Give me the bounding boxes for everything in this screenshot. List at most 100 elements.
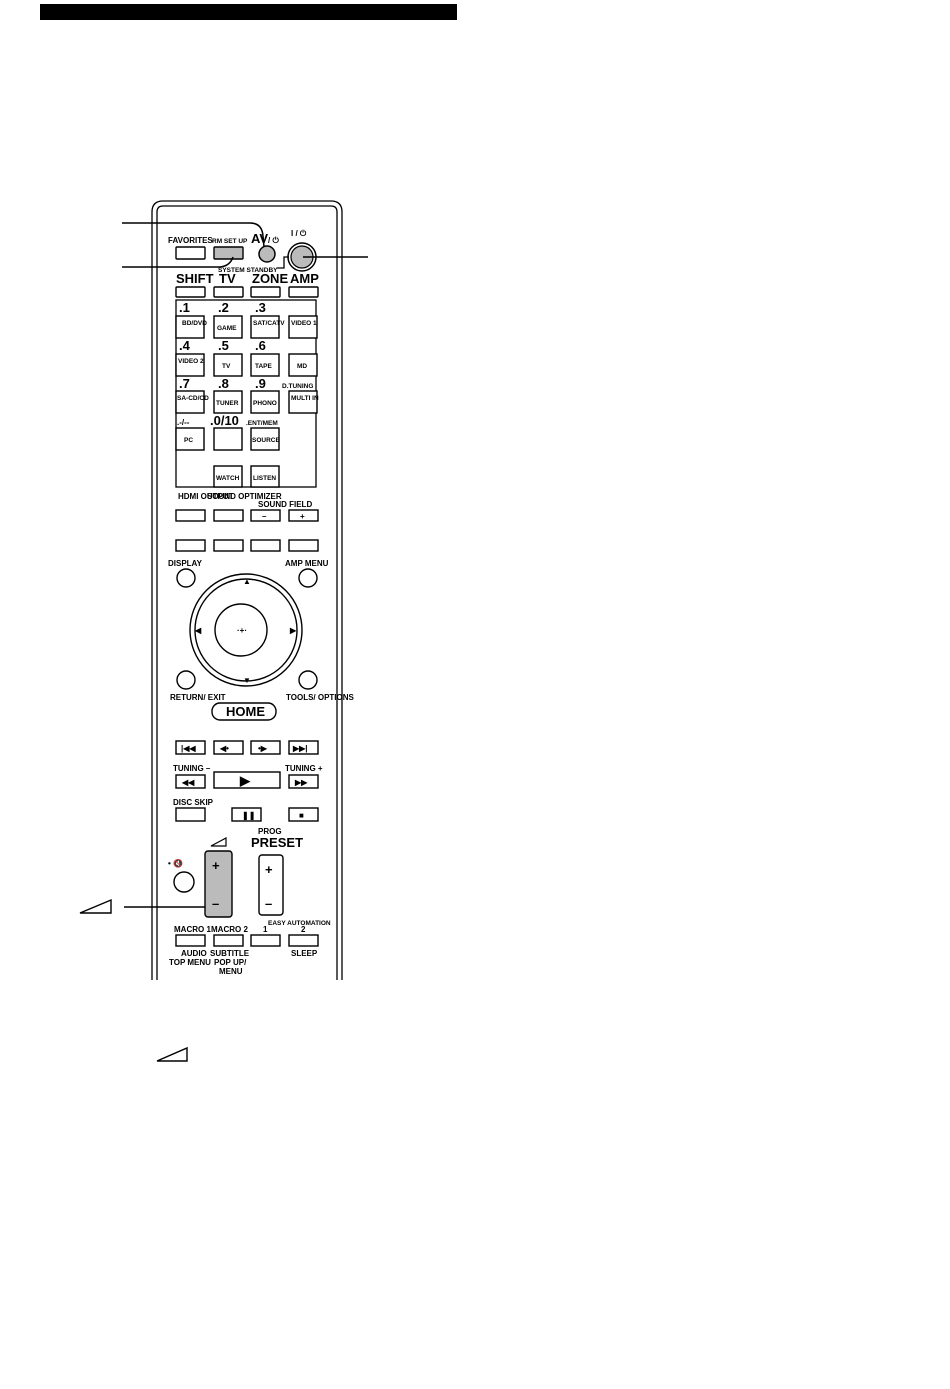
enter-button[interactable] — [214, 603, 268, 657]
hdmi-output-button[interactable] — [175, 509, 206, 522]
next-button[interactable] — [288, 740, 319, 755]
num-8: .8 — [218, 376, 229, 391]
multi-in-button[interactable] — [288, 390, 318, 414]
sat-catv-label: SAT/CATV — [253, 320, 285, 327]
remote-body — [156, 205, 338, 980]
sound-optimizer-button[interactable] — [213, 509, 244, 522]
num-6: .6 — [255, 338, 266, 353]
color-button-green[interactable] — [213, 539, 244, 552]
phono-button[interactable] — [250, 390, 280, 414]
amp-button[interactable] — [288, 286, 319, 298]
volume-symbol-icon — [79, 898, 112, 914]
zone-label: ZONE — [252, 271, 288, 286]
macro2-button[interactable] — [213, 934, 244, 947]
bd-dvd-button[interactable] — [175, 315, 205, 339]
tv-label: TV — [219, 271, 236, 286]
num-3: .3 — [255, 300, 266, 315]
audio-label: AUDIO — [181, 949, 207, 958]
tv-input-button[interactable] — [213, 353, 243, 377]
sound-field-label: SOUND FIELD — [258, 500, 312, 509]
amp-label: AMP — [290, 271, 319, 286]
amp-menu-label: AMP MENU — [285, 559, 329, 568]
video1-button[interactable] — [288, 315, 318, 339]
display-button[interactable] — [176, 568, 196, 588]
pause-button[interactable] — [231, 807, 262, 822]
num-1: .1 — [179, 300, 190, 315]
ea2-button[interactable] — [288, 934, 319, 947]
num-4: .4 — [179, 338, 191, 353]
md-button[interactable] — [288, 353, 318, 377]
sa-cd-button[interactable] — [175, 390, 205, 414]
macro2-label: MACRO 2 — [211, 925, 248, 934]
video2-button[interactable] — [175, 353, 205, 377]
stop-icon: ■ — [299, 811, 304, 820]
left-arrow-icon: ◀ — [194, 626, 202, 635]
prev-button[interactable] — [175, 740, 206, 755]
shift-button[interactable] — [175, 286, 206, 298]
sound-field-minus-button[interactable] — [250, 509, 281, 522]
sound-field-minus-label: – — [262, 512, 267, 521]
av-power-button[interactable] — [258, 245, 276, 263]
menu-label: MENU — [219, 967, 243, 976]
advance-button[interactable] — [250, 740, 281, 755]
ea1-button[interactable] — [250, 934, 281, 947]
callout-line-2 — [122, 256, 234, 268]
amp-menu-button[interactable] — [298, 568, 318, 588]
preset-rocker[interactable] — [258, 854, 284, 916]
sa-cd-label: SA-CD/CD — [177, 395, 209, 402]
rewind-button[interactable] — [175, 774, 206, 789]
volume-symbol-icon-text — [156, 1046, 188, 1062]
shift-label: SHIFT — [176, 271, 214, 286]
sat-catv-button[interactable] — [250, 315, 280, 339]
color-button-blue[interactable] — [288, 539, 319, 552]
source-button[interactable] — [250, 427, 280, 451]
home-button[interactable] — [211, 702, 277, 721]
watch-button[interactable] — [213, 465, 243, 488]
volume-rocker[interactable] — [204, 850, 233, 918]
disc-skip-label: DISC SKIP — [173, 798, 214, 807]
stop-button[interactable] — [288, 807, 319, 822]
color-button-red[interactable] — [175, 539, 206, 552]
av-power-label: AV — [251, 231, 268, 246]
callout-line-1 — [122, 222, 265, 248]
favorites-button[interactable] — [175, 246, 206, 260]
source-label: SOURCE — [252, 437, 280, 444]
subtitle-label: SUBTITLE — [210, 949, 250, 958]
tools-button[interactable] — [298, 670, 318, 690]
rm-set-up-button[interactable] — [213, 246, 244, 260]
sound-field-plus-button[interactable] — [288, 509, 319, 522]
top-menu-label: TOP MENU — [169, 958, 211, 967]
sleep-label: SLEEP — [291, 949, 318, 958]
muting-button[interactable] — [173, 871, 195, 893]
multi-in-label: MULTI IN — [291, 395, 319, 402]
zone-button[interactable] — [250, 286, 281, 298]
fast-forward-icon: ▶▶ — [294, 778, 308, 787]
tv-button[interactable] — [213, 286, 244, 298]
game-button[interactable] — [213, 315, 243, 339]
sound-field-plus-label: + — [300, 512, 305, 521]
play-button[interactable] — [213, 771, 281, 789]
return-button[interactable] — [176, 670, 196, 690]
right-arrow-icon: ▶ — [289, 626, 297, 635]
listen-button[interactable] — [250, 465, 280, 488]
ea1-label: 1 — [263, 925, 268, 934]
listen-label: LISTEN — [253, 475, 276, 482]
tuner-button[interactable] — [213, 390, 243, 414]
ent-mem-label: .ENT/MEM — [246, 420, 278, 427]
macro1-button[interactable] — [175, 934, 206, 947]
home-label: HOME — [226, 704, 265, 719]
num-2: .2 — [218, 300, 229, 315]
tuner-label: TUNER — [216, 400, 239, 407]
pc-button[interactable] — [175, 427, 205, 451]
fast-forward-button[interactable] — [288, 774, 319, 789]
d-tuning-label: D.TUNING — [282, 383, 313, 390]
game-label: GAME — [217, 325, 237, 332]
power-symbol: I / ⏻ — [291, 229, 307, 238]
color-button-yellow[interactable] — [250, 539, 281, 552]
replay-button[interactable] — [213, 740, 244, 755]
tape-button[interactable] — [250, 353, 280, 377]
disc-skip-button[interactable] — [175, 807, 206, 822]
zero-button[interactable] — [213, 427, 243, 451]
up-arrow-icon: ▲ — [243, 577, 251, 586]
enter-icon: ·+· — [237, 626, 247, 635]
